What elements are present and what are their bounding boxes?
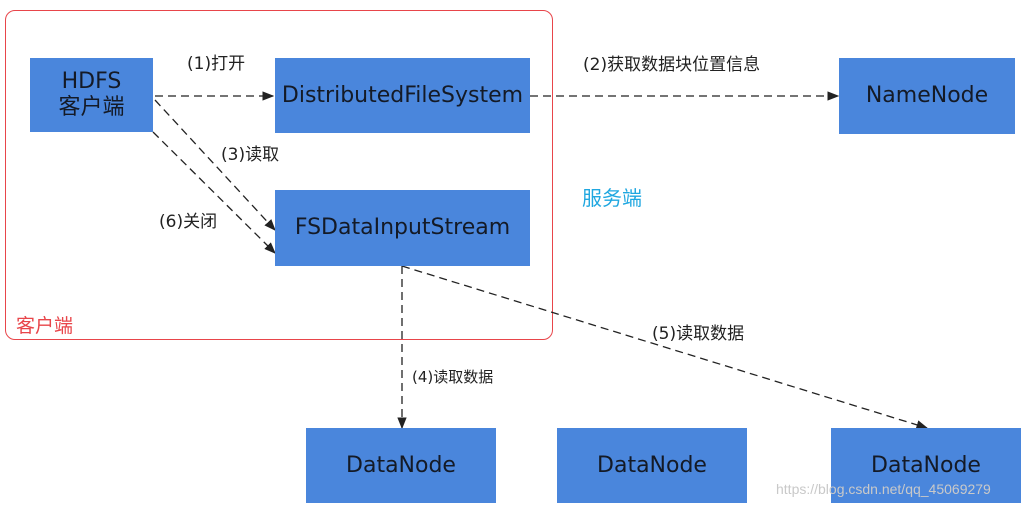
arrow-read	[154, 99, 276, 231]
edge-label-read-data-4: (4)读取数据	[412, 368, 494, 386]
edge-label-close: (6)关闭	[159, 212, 218, 232]
watermark-text: https://blog.csdn.net/qq_45069279	[776, 481, 991, 497]
datanode-2-node: DataNode	[557, 428, 747, 503]
hdfs-client-label: HDFS 客户端	[58, 69, 125, 120]
datanode-1-label: DataNode	[346, 452, 456, 478]
arrow-close	[152, 131, 276, 254]
arrow-read-data-5	[401, 265, 929, 430]
datanode-1-node: DataNode	[306, 428, 496, 503]
distributed-file-system-label: DistributedFileSystem	[281, 82, 524, 108]
edge-label-read: (3)读取	[221, 145, 280, 165]
hdfs-client-node: HDFS 客户端	[30, 58, 153, 132]
distributed-file-system-node: DistributedFileSystem	[275, 58, 530, 133]
server-region-label: 服务端	[582, 186, 642, 210]
datanode-3-node: DataNode	[831, 428, 1021, 503]
namenode-label: NameNode	[865, 83, 989, 108]
fs-data-input-stream-node: FSDataInputStream	[275, 190, 530, 266]
fs-data-input-stream-label: FSDataInputStream	[294, 215, 511, 240]
namenode-node: NameNode	[839, 58, 1015, 134]
datanode-2-label: DataNode	[597, 452, 707, 478]
client-region-border	[5, 10, 553, 340]
datanode-3-label: DataNode	[871, 452, 981, 478]
client-region-label: 客户端	[16, 315, 74, 337]
edge-label-open: (1)打开	[187, 54, 246, 74]
edge-label-read-data-5: (5)读取数据	[652, 324, 745, 344]
edge-label-get-block-locations: (2)获取数据块位置信息	[583, 55, 761, 75]
